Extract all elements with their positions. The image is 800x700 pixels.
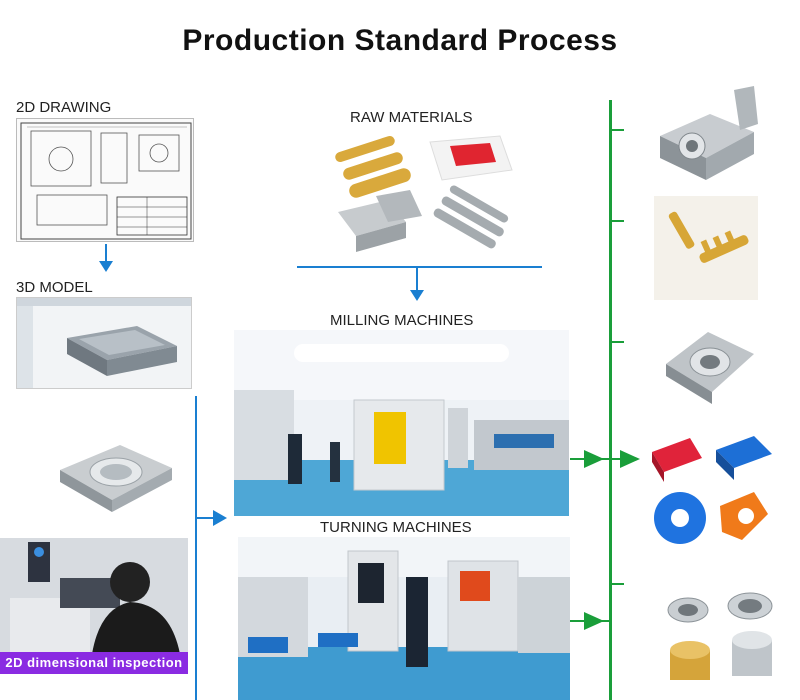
arrow-down-icon — [410, 290, 424, 301]
output-part-anodized-image — [646, 428, 796, 558]
output-part-housing-image — [658, 318, 762, 408]
milling-machines-image — [234, 330, 569, 516]
output-part-turned-image — [650, 570, 790, 690]
flow-line-left-to-machines — [197, 517, 215, 519]
output-tick — [612, 129, 624, 131]
drawing-image — [16, 118, 194, 242]
turning-machines-image — [238, 537, 570, 700]
arrow-right-icon — [620, 450, 640, 468]
model-image — [16, 297, 192, 389]
arrow-right-icon — [584, 450, 604, 468]
round-part-image — [50, 430, 180, 520]
output-part-bracket-image — [650, 84, 770, 184]
output-tick — [612, 220, 624, 222]
flow-line-raw-horizontal — [297, 266, 542, 268]
arrow-right-icon — [584, 612, 604, 630]
output-tick — [612, 341, 624, 343]
flow-line-output-vertical — [609, 100, 612, 700]
arrow-right-icon — [213, 510, 227, 526]
page-title: Production Standard Process — [182, 24, 618, 57]
flow-line-drawing-to-model — [105, 244, 107, 264]
arrow-down-icon — [99, 261, 113, 272]
label-2d-drawing: 2D DRAWING — [16, 99, 112, 116]
raw-materials-image — [330, 130, 515, 262]
label-milling-machines: MILLING MACHINES — [330, 312, 474, 329]
flow-line-raw-down — [416, 268, 418, 292]
label-turning-machines: TURNING MACHINES — [320, 519, 472, 536]
label-3d-model: 3D MODEL — [16, 279, 93, 296]
label-raw-materials: RAW MATERIALS — [350, 109, 473, 126]
output-part-brass-image — [654, 196, 758, 300]
inspection-image — [0, 538, 188, 654]
output-tick — [612, 583, 624, 585]
flow-line-left-vertical — [195, 396, 197, 700]
flow-line-output-branch — [612, 458, 626, 460]
inspection-badge: 2D dimensional inspection — [0, 652, 188, 674]
